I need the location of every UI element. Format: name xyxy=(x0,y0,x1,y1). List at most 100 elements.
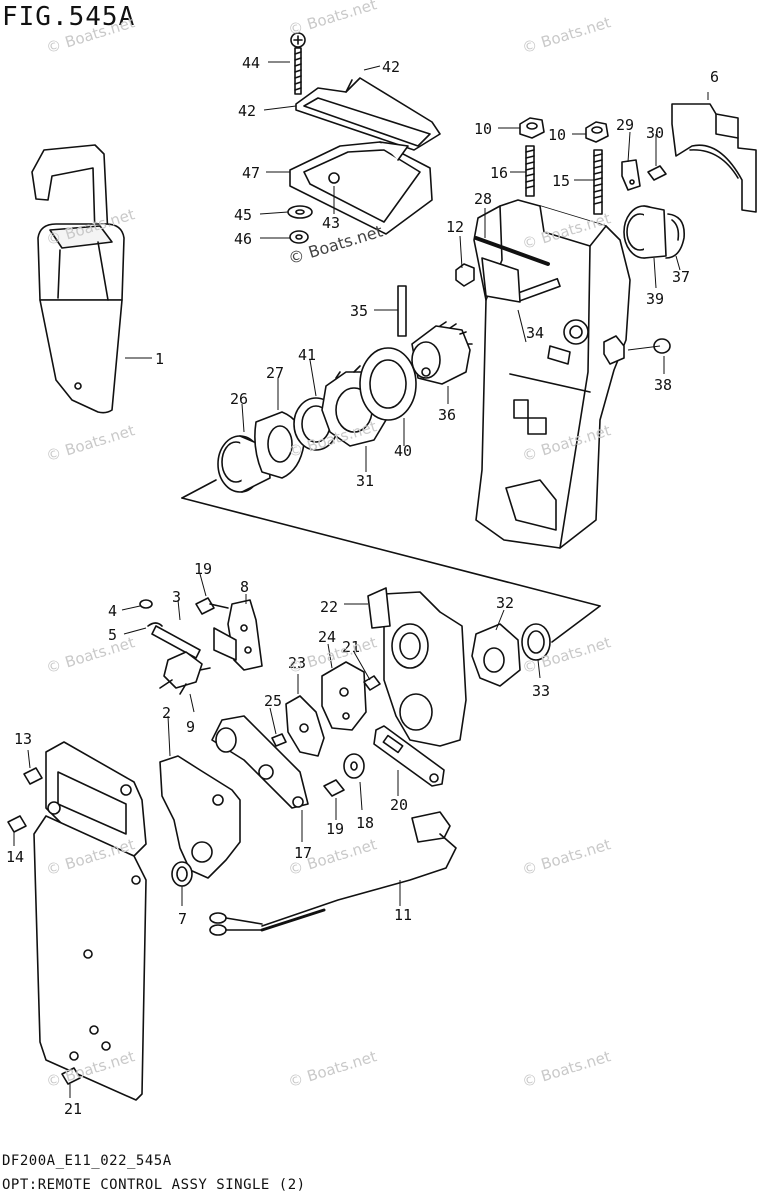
part-45-washer xyxy=(287,205,313,219)
separator-lines xyxy=(181,479,601,643)
callout-number: 43 xyxy=(322,214,340,232)
part-2-lever xyxy=(159,755,241,879)
callout-number: 37 xyxy=(672,268,690,286)
callout-number: 19 xyxy=(326,820,344,838)
callout-number: 46 xyxy=(234,230,252,248)
callout-number: 34 xyxy=(526,324,544,342)
callout-number: 10 xyxy=(474,120,492,138)
callout-number: 44 xyxy=(242,54,260,72)
callout-number: 7 xyxy=(178,910,187,928)
callout-number: 42 xyxy=(238,102,256,120)
callout-number: 16 xyxy=(490,164,508,182)
callout-number: 21 xyxy=(64,1100,82,1118)
footer-code: DF200A_E11_022_545A xyxy=(2,1153,172,1169)
part-30-screw xyxy=(647,165,667,181)
part-43-screw xyxy=(328,172,340,184)
callout-number: 41 xyxy=(298,346,316,364)
callout-number: 20 xyxy=(390,796,408,814)
part-29-clip xyxy=(621,159,641,191)
part-18-washer xyxy=(343,753,365,779)
part-4-washer xyxy=(139,599,153,609)
part-37-snap-ring xyxy=(665,213,685,259)
callout-number: 22 xyxy=(320,598,338,616)
part-7-ring xyxy=(171,861,193,887)
part-33-washer xyxy=(521,623,551,661)
part-14-screw xyxy=(7,815,27,833)
part-9-cam xyxy=(159,651,211,695)
callout-number: 2 xyxy=(162,704,171,722)
part-46-nut xyxy=(289,230,309,244)
callout-number: 1 xyxy=(155,350,164,368)
callout-number: 14 xyxy=(6,848,24,866)
callout-number: 15 xyxy=(552,172,570,190)
callout-number: 13 xyxy=(14,730,32,748)
callout-labels: 1 44 42 42 47 45 46 43 10 10 16 15 29 30… xyxy=(6,54,719,1118)
part-19-screw-upper xyxy=(195,597,229,615)
part-5-clip xyxy=(147,622,163,627)
callout-number: 39 xyxy=(646,290,664,308)
part-1-handle-cover xyxy=(31,144,125,414)
callout-number: 19 xyxy=(194,560,212,578)
part-39-bushing xyxy=(623,205,667,259)
part-40-washer xyxy=(359,347,417,421)
callout-number: 31 xyxy=(356,472,374,490)
part-10-nut-left xyxy=(519,117,545,139)
callout-number: 33 xyxy=(532,682,550,700)
part-10-nut-right xyxy=(585,121,609,143)
part-22-housing xyxy=(367,587,467,747)
callout-number: 6 xyxy=(710,68,719,86)
callout-number: 42 xyxy=(382,58,400,76)
callout-number: 29 xyxy=(616,116,634,134)
part-16-stud xyxy=(525,145,535,197)
part-20-plate xyxy=(373,725,445,787)
callout-number: 9 xyxy=(186,718,195,736)
callout-number: 18 xyxy=(356,814,374,832)
part-32-block xyxy=(471,623,521,687)
callout-number: 23 xyxy=(288,654,306,672)
part-3-shaft xyxy=(151,625,201,659)
callout-number: 21 xyxy=(342,638,360,656)
part-28-pin xyxy=(474,236,550,266)
control-housing-upper xyxy=(473,199,631,549)
figure-title: FIG.545A xyxy=(2,2,136,32)
callout-number: 32 xyxy=(496,594,514,612)
callout-number: 12 xyxy=(446,218,464,236)
part-47-plate xyxy=(289,141,433,235)
part-6-bracket-cover xyxy=(671,103,757,213)
callout-number: 45 xyxy=(234,206,252,224)
part-23-cam xyxy=(285,695,325,757)
part-11-harness xyxy=(209,811,457,936)
callout-number: 17 xyxy=(294,844,312,862)
cover-panel xyxy=(33,815,147,1101)
callout-number: 5 xyxy=(108,626,117,644)
part-19-screw-lower xyxy=(323,779,345,797)
callout-number: 4 xyxy=(108,602,117,620)
callout-number: 27 xyxy=(266,364,284,382)
callout-number: 11 xyxy=(394,906,412,924)
part-17-link xyxy=(211,715,309,809)
part-15-stud xyxy=(593,149,603,215)
callout-number: 38 xyxy=(654,376,672,394)
callout-number: 28 xyxy=(474,190,492,208)
part-36-drum xyxy=(411,321,473,385)
part-13-screw xyxy=(23,767,43,785)
callout-number: 36 xyxy=(438,406,456,424)
part-21-screw-upper xyxy=(363,675,381,691)
part-25-screw xyxy=(271,733,287,747)
part-8-bracket xyxy=(213,599,263,671)
callout-number: 30 xyxy=(646,124,664,142)
callout-number: 47 xyxy=(242,164,260,182)
callout-number: 25 xyxy=(264,692,282,710)
callout-number: 26 xyxy=(230,390,248,408)
footer-description: OPT:REMOTE CONTROL ASSY SINGLE (2) xyxy=(2,1177,306,1193)
callout-number: 24 xyxy=(318,628,336,646)
callout-number: 40 xyxy=(394,442,412,460)
part-38-stopper xyxy=(603,335,671,365)
part-21-screw-lower xyxy=(61,1067,81,1085)
callout-number: 8 xyxy=(240,578,249,596)
part-44-screw xyxy=(290,32,306,95)
part-12-nut xyxy=(455,263,475,287)
part-24-plate xyxy=(321,661,367,731)
callout-number: 3 xyxy=(172,588,181,606)
